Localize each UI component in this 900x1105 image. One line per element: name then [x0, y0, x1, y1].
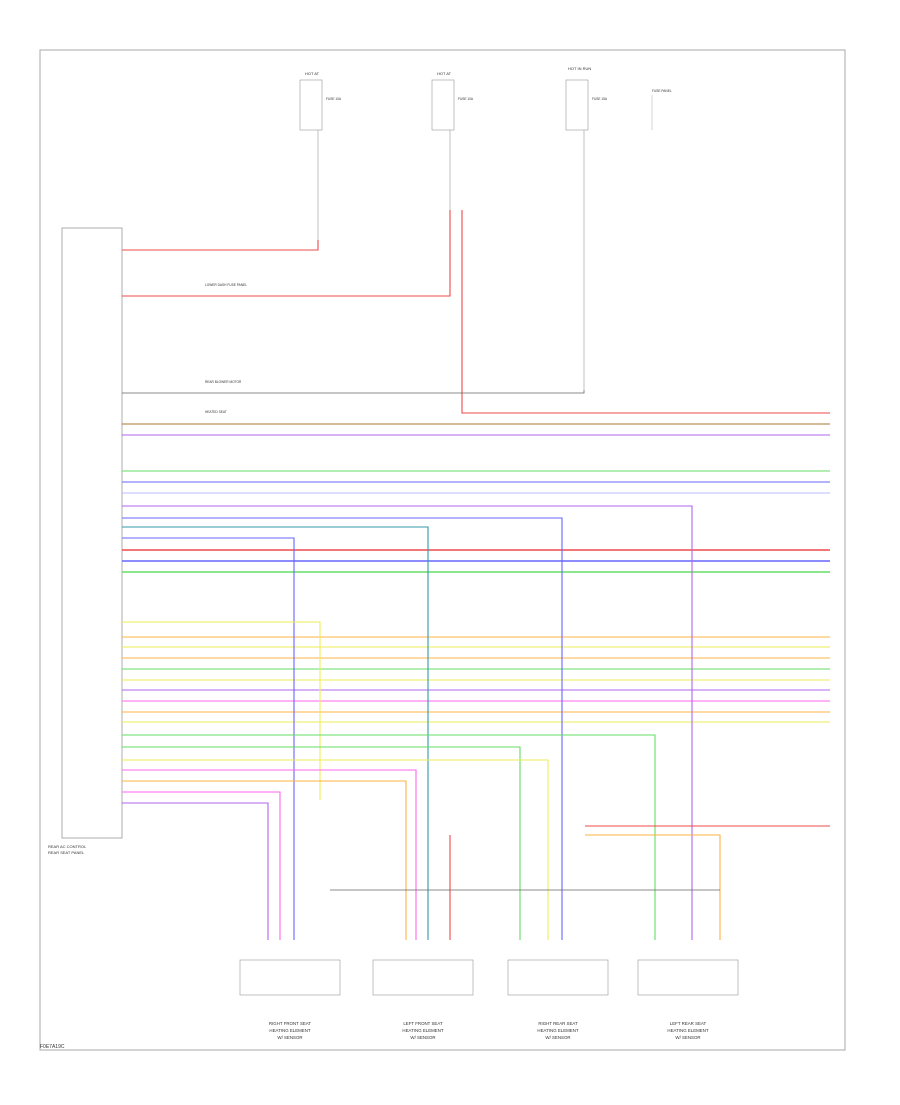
wire-red-fuse2 — [122, 210, 451, 297]
module-2-line3: W/ SENSOR — [410, 1035, 435, 1040]
wire-drop-yellow-2 — [122, 759, 549, 940]
module-connectors — [239, 959, 739, 996]
wire-drop-blue-rr — [122, 517, 563, 940]
wire-drop-teal — [122, 526, 429, 940]
wire-drop-green-1 — [122, 734, 656, 940]
wire-drop-orange-2 — [585, 834, 721, 940]
module-1-line2: HEATING ELEMENT — [269, 1028, 310, 1033]
figure-code: F0E7A19C — [40, 1044, 65, 1050]
fuse-block-1: HOT AT FUSE 10A — [299, 71, 342, 131]
fuse-block-3: HOT IN RUN FUSE 15A — [565, 66, 608, 131]
fuse-block-2: HOT AT FUSE 10A — [431, 71, 474, 131]
wire-drop-green-2 — [122, 746, 521, 940]
wire-drop-blue-rf — [122, 537, 295, 940]
module-1-line1: RIGHT FRONT SEAT — [269, 1021, 312, 1026]
wire-drop-yellow — [122, 621, 321, 800]
module-4-line1: LEFT REAR SEAT — [670, 1021, 707, 1026]
wire-red-run — [461, 210, 830, 414]
mid-label-1: LOWER DASH FUSE PANEL — [205, 283, 247, 287]
fuse-1-title: HOT AT — [305, 71, 320, 76]
module-2: LEFT FRONT SEAT HEATING ELEMENT W/ SENSO… — [402, 1021, 443, 1040]
control-unit-name-1: REAR AC CONTROL — [48, 844, 87, 849]
wire-drop-pink — [122, 769, 417, 940]
module-1: RIGHT FRONT SEAT HEATING ELEMENT W/ SENS… — [269, 1021, 312, 1040]
fuse-3-title: HOT IN RUN — [568, 66, 591, 71]
fuse-panel-note: FUSE PANEL — [651, 89, 672, 130]
control-unit-name-2: REAR SEAT PANEL — [48, 850, 85, 855]
module-2-line2: HEATING ELEMENT — [402, 1028, 443, 1033]
wire-gray-fuse3 — [122, 390, 585, 394]
control-unit-box — [61, 227, 123, 839]
fuse-3-rating: FUSE 15A — [592, 97, 608, 101]
mid-label-3: HEATED SEAT — [205, 410, 227, 414]
wire-red-fuse1 — [122, 240, 319, 251]
fuse-2-title: HOT AT — [437, 71, 452, 76]
module-3: RIGHT REAR SEAT HEATING ELEMENT W/ SENSO… — [537, 1021, 578, 1040]
fuse-stubs — [317, 130, 585, 390]
fuse-2-rating: FUSE 10A — [458, 97, 474, 101]
diagram-frame — [39, 49, 846, 1051]
module-4-line2: HEATING ELEMENT — [667, 1028, 708, 1033]
wire-drop-orange — [122, 780, 407, 940]
module-3-line2: HEATING ELEMENT — [537, 1028, 578, 1033]
wire-drop-purple-2 — [122, 802, 269, 940]
module-4-line3: W/ SENSOR — [675, 1035, 700, 1040]
wire-layer — [122, 210, 830, 940]
wire-drop-pink-2 — [122, 791, 281, 940]
module-3-line3: W/ SENSOR — [545, 1035, 570, 1040]
module-4: LEFT REAR SEAT HEATING ELEMENT W/ SENSOR — [667, 1021, 708, 1040]
module-3-line1: RIGHT REAR SEAT — [538, 1021, 578, 1026]
module-1-line3: W/ SENSOR — [277, 1035, 302, 1040]
wire-drop-purple-lf — [122, 505, 693, 940]
module-2-line1: LEFT FRONT SEAT — [403, 1021, 443, 1026]
fuse-panel-note-text: FUSE PANEL — [652, 89, 672, 93]
fuse-1-rating: FUSE 10A — [326, 97, 342, 101]
mid-label-2: REAR BLOWER MOTOR — [205, 380, 242, 384]
